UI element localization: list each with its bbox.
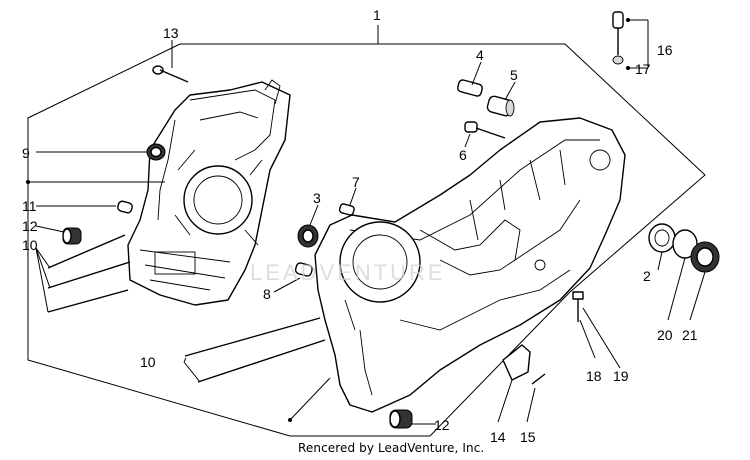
callout-4: 4 xyxy=(476,47,484,63)
oil-seal-9 xyxy=(146,143,166,161)
oil-seal-21 xyxy=(690,241,720,273)
callout-14: 14 xyxy=(490,429,506,445)
dowel-7 xyxy=(338,203,355,216)
callout-20: 20 xyxy=(657,327,673,343)
pin-4 xyxy=(457,79,483,97)
callout-10-lower: 10 xyxy=(140,354,156,370)
studs-10-left xyxy=(47,234,131,313)
leader-lines xyxy=(26,18,706,425)
callout-10-left: 10 xyxy=(22,237,38,253)
callout-7: 7 xyxy=(352,174,360,190)
bearing-2 xyxy=(648,223,676,253)
callout-5: 5 xyxy=(510,67,518,83)
callout-18: 18 xyxy=(586,368,602,384)
bracket-14 xyxy=(502,344,531,381)
callout-6: 6 xyxy=(459,147,467,163)
bush-5 xyxy=(486,95,515,117)
credit-text: Rencered by LeadVenture, Inc. xyxy=(298,441,485,455)
dipstick-16 xyxy=(612,11,624,65)
callout-11: 11 xyxy=(22,198,37,214)
bolt-13 xyxy=(152,65,189,83)
callout-15: 15 xyxy=(520,429,536,445)
left-crankcase-half xyxy=(127,79,291,306)
watermark-text: LEADVENTURE xyxy=(250,260,446,285)
dowel-8 xyxy=(294,262,313,277)
callout-13: 13 xyxy=(163,25,179,41)
callout-16: 16 xyxy=(657,42,673,58)
callout-9: 9 xyxy=(22,145,30,161)
callout-12-upper: 12 xyxy=(22,218,38,234)
callout-1: 1 xyxy=(373,7,381,23)
assembly-outline xyxy=(27,43,706,437)
callout-12-lower: 12 xyxy=(434,417,450,433)
screw-15 xyxy=(531,373,546,385)
screw-6 xyxy=(464,121,506,139)
screw-18 xyxy=(572,291,584,322)
callout-2: 2 xyxy=(643,268,651,284)
dowel-pin-11 xyxy=(117,200,133,214)
callout-17: 17 xyxy=(635,61,651,77)
callout-8: 8 xyxy=(263,286,271,302)
bearing-3 xyxy=(297,224,319,248)
callout-21: 21 xyxy=(682,327,698,343)
callouts: 1 2 3 4 5 6 7 8 9 10 10 11 12 12 13 14 1… xyxy=(22,7,698,445)
studs-10-lower xyxy=(184,317,326,383)
right-crankcase-half xyxy=(314,117,626,413)
bushing-12-upper xyxy=(62,227,82,245)
bushing-12-lower xyxy=(389,409,413,429)
callout-19: 19 xyxy=(613,368,629,384)
callout-3: 3 xyxy=(313,190,321,206)
